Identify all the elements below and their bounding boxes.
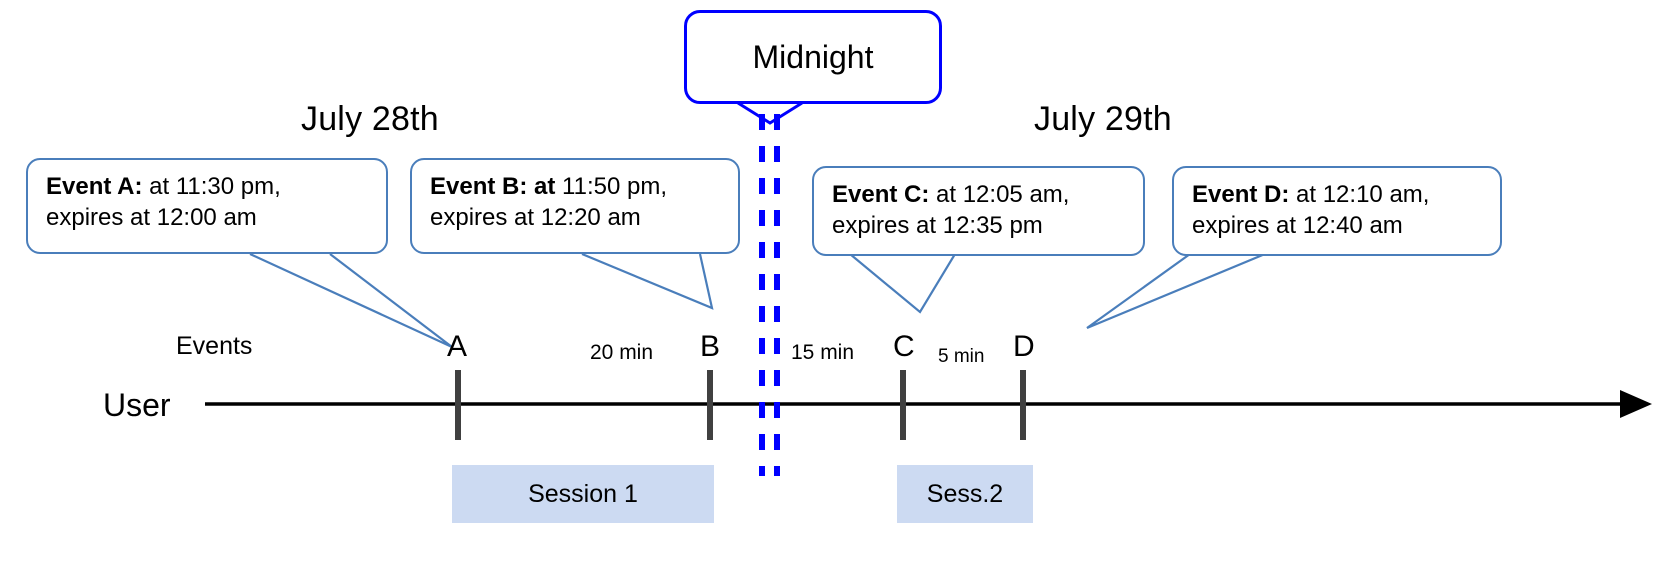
callout-c-tail: [849, 253, 956, 314]
callout-d-bold: Event D:: [1192, 181, 1290, 208]
midnight-callout: Midnight: [684, 10, 942, 104]
callout-event-b: Event B: at 11:50 pm, expires at 12:20 a…: [410, 158, 740, 254]
gap-label-15min: 15 min: [791, 341, 855, 364]
callout-d-rest: at 12:10 am,: [1289, 181, 1430, 208]
callout-c-bold: Event C:: [832, 181, 930, 208]
session-1-label: Session 1: [528, 479, 638, 508]
event-tick-marks: [455, 370, 1026, 440]
callout-a-tail: [249, 253, 453, 348]
gap-label-20min: 20 min: [590, 341, 654, 364]
callout-b-bold: Event B: at: [430, 173, 556, 200]
session-2-label: Sess.2: [926, 479, 1004, 508]
callout-a-bold: Event A:: [46, 173, 143, 200]
axis-name-user: User: [103, 387, 171, 423]
gap-label-5min: 5 min: [938, 346, 985, 367]
callout-event-c: Event C: at 12:05 am, expires at 12:35 p…: [812, 166, 1145, 256]
event-letter-b: B: [700, 330, 721, 363]
midnight-label: Midnight: [752, 38, 874, 75]
timeline-axis: [205, 390, 1652, 418]
callout-a-rest: at 11:30 pm,: [142, 173, 281, 200]
callout-event-d: Event D: at 12:10 am, expires at 12:40 a…: [1172, 166, 1502, 256]
event-letter-d: D: [1013, 330, 1035, 363]
callout-b-rest: 11:50 pm,: [555, 173, 667, 200]
midnight-callout-tail: [737, 101, 803, 125]
callout-c-rest: at 12:05 am,: [929, 181, 1070, 208]
callout-event-a: Event A: at 11:30 pm, expires at 12:00 a…: [26, 158, 388, 254]
callout-c-line2: expires at 12:35 pm: [832, 211, 1043, 239]
callout-d-line2: expires at 12:40 am: [1192, 211, 1403, 239]
callout-b-line2: expires at 12:20 am: [430, 203, 641, 231]
date-label-july-29: July 29th: [1034, 100, 1172, 138]
callout-a-line2: expires at 12:00 am: [46, 203, 257, 231]
session-box-2: Sess.2: [897, 465, 1033, 523]
session-box-1: Session 1: [452, 465, 714, 523]
date-label-july-28: July 28th: [301, 100, 439, 138]
event-letter-c: C: [893, 330, 915, 363]
callout-b-tail: [581, 252, 714, 310]
events-row-label: Events: [176, 332, 253, 360]
callout-d-tail: [1086, 252, 1266, 330]
midnight-dashed-line: [759, 114, 780, 476]
event-letter-a: A: [447, 330, 468, 363]
